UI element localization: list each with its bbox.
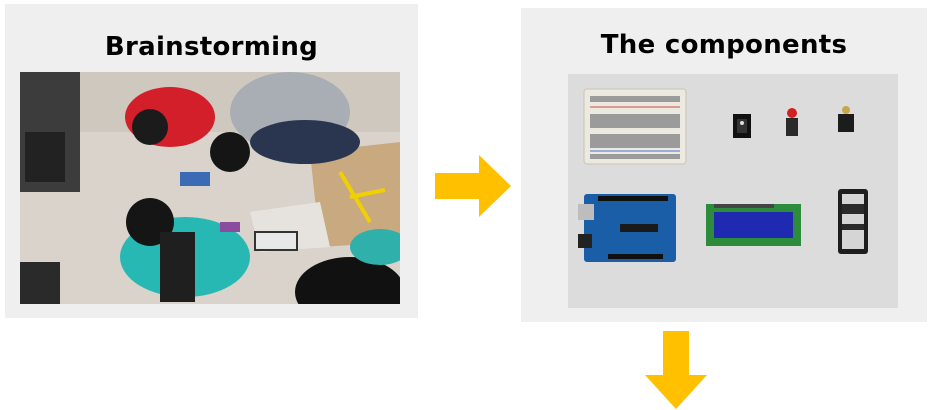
- arrow-right-icon: [435, 155, 511, 217]
- arrow-down-icon: [645, 331, 707, 409]
- brainstorm-photo: [20, 72, 400, 304]
- switch-icon: [733, 114, 751, 138]
- components-title: The components: [600, 30, 848, 60]
- arduino-board-icon: [578, 194, 676, 262]
- lcd-display-icon: [706, 204, 801, 246]
- components-photo: [568, 74, 898, 308]
- breadboard-icon: [583, 88, 687, 165]
- sensor-module-icon: [838, 106, 854, 132]
- brainstorm-title: Brainstorming: [104, 32, 319, 62]
- brainstorm-panel: Brainstorming: [5, 4, 418, 318]
- push-button-icon: [786, 108, 798, 136]
- components-panel: The components: [521, 8, 927, 322]
- battery-icon: [838, 189, 868, 254]
